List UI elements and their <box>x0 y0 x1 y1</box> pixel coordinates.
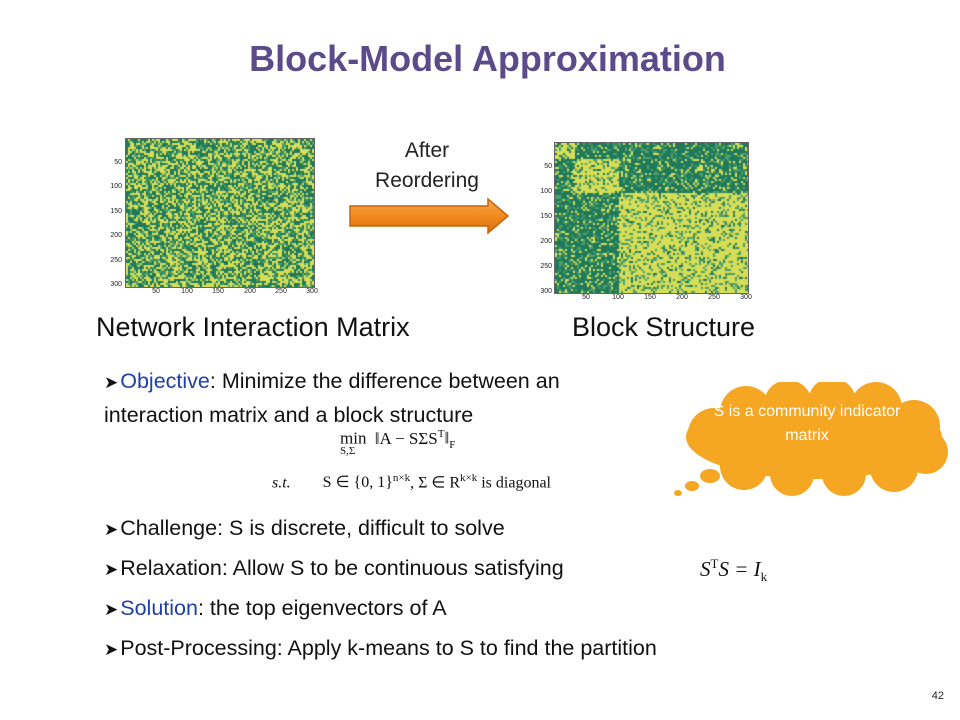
objective-expression: ‖A − SΣS <box>374 428 438 448</box>
y-tick: 50 <box>114 159 122 166</box>
y-tick: 200 <box>110 232 122 239</box>
x-tick: 200 <box>676 294 688 301</box>
x-tick: 250 <box>275 288 287 295</box>
y-tick: 150 <box>110 208 122 215</box>
challenge-bullet: ➤Challenge: S is discrete, difficult to … <box>104 512 505 546</box>
x-tick: 200 <box>244 288 256 295</box>
relaxation-text: Relaxation: Allow S to be continuous sat… <box>120 556 564 580</box>
solution-text: : the top eigenvectors of A <box>197 596 447 620</box>
constraint-sigma-dim: k×k <box>460 472 478 484</box>
x-tick: 300 <box>306 288 318 295</box>
relax-rest: S = I <box>718 557 761 581</box>
st-label: s.t. <box>272 474 291 492</box>
objective-formula: min S,Σ ‖A − SΣST‖F <box>340 428 456 457</box>
postprocessing-text: Post-Processing: Apply k-means to S to f… <box>120 636 657 660</box>
objective-transpose: T <box>437 428 445 440</box>
thought-cloud-icon <box>672 382 948 498</box>
network-matrix-image <box>125 138 315 288</box>
y-tick: 300 <box>540 288 552 295</box>
constraint-sigma: , Σ ∈ R <box>410 474 461 492</box>
slide-title: Block-Model Approximation <box>249 38 726 79</box>
arrow-bullet-icon: ➤ <box>104 560 119 579</box>
y-tick: 250 <box>540 263 552 270</box>
arrow-label-line2: Reordering <box>375 169 479 192</box>
callout-text: S is a community indicator matrix <box>713 403 901 444</box>
y-tick: 50 <box>544 163 552 170</box>
y-tick: 150 <box>540 213 552 220</box>
block-structure-caption: Block Structure <box>572 312 756 342</box>
right-arrow-icon <box>349 197 510 235</box>
min-operator: min <box>340 428 367 448</box>
block-structure-image <box>554 142 749 294</box>
constraint-s: S ∈ {0, 1} <box>322 474 393 492</box>
constraint-diagonal: is diagonal <box>477 474 551 492</box>
relax-s: S <box>700 557 711 581</box>
objective-bullet: ➤Objective: Minimize the difference betw… <box>104 365 664 431</box>
solution-bullet: ➤Solution: the top eigenvectors of A <box>104 592 447 626</box>
relax-transpose: T <box>710 556 719 571</box>
x-tick: 100 <box>181 288 193 295</box>
arrow-bullet-icon: ➤ <box>104 520 119 539</box>
min-subscript: S,Σ <box>340 445 356 457</box>
solution-lead: Solution <box>120 596 198 620</box>
constraint-s-dim: n×k <box>392 472 411 484</box>
postprocessing-bullet: ➤Post-Processing: Apply k-means to S to … <box>104 632 657 666</box>
arrow-bullet-icon: ➤ <box>104 600 119 619</box>
objective-frobenius: F <box>449 439 456 452</box>
objective-text: : Minimize the difference between an int… <box>104 369 560 427</box>
x-tick: 100 <box>612 294 624 301</box>
x-tick: 250 <box>708 294 720 301</box>
arrow-bullet-icon: ➤ <box>104 373 119 392</box>
arrow-bullet-icon: ➤ <box>104 640 119 659</box>
x-tick: 150 <box>212 288 224 295</box>
y-tick: 300 <box>110 281 122 288</box>
y-tick: 250 <box>110 257 122 264</box>
x-tick: 300 <box>740 294 752 301</box>
constraint-formula: s.t. S ∈ {0, 1}n×k, Σ ∈ Rk×k is diagonal <box>272 472 551 492</box>
y-tick: 100 <box>110 183 122 190</box>
arrow-label: After Reordering <box>352 136 502 196</box>
challenge-text: Challenge: S is discrete, difficult to s… <box>120 516 505 540</box>
page-number: 42 <box>931 690 944 702</box>
relaxation-bullet: ➤Relaxation: Allow S to be continuous sa… <box>104 552 564 586</box>
objective-norm-close: ‖ <box>444 428 450 448</box>
arrow-label-line1: After <box>404 139 450 162</box>
y-tick: 100 <box>540 188 552 195</box>
block-structure-plot: 50 100 150 200 250 300 50 100 150 200 25… <box>530 142 755 304</box>
objective-lead: Objective <box>120 369 210 393</box>
network-matrix-caption: Network Interaction Matrix <box>96 312 410 342</box>
network-matrix-plot: 50 100 150 200 250 300 50 100 150 200 25… <box>100 138 320 298</box>
x-tick: 50 <box>152 288 160 295</box>
x-tick: 150 <box>644 294 656 301</box>
x-tick: 50 <box>582 294 590 301</box>
orthogonality-formula: STS = Ik <box>700 556 767 585</box>
relax-k: k <box>760 569 768 585</box>
y-tick: 200 <box>540 238 552 245</box>
